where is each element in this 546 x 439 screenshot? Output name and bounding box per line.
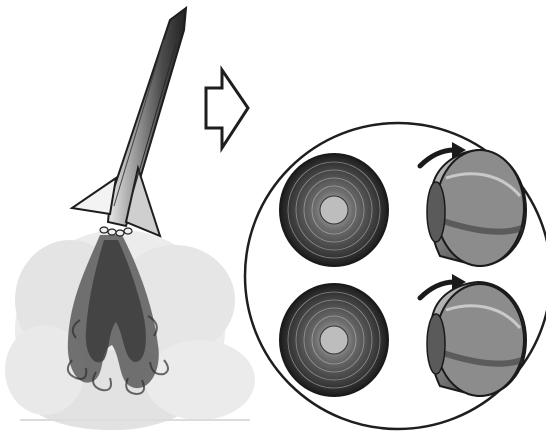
rocket-icon — [72, 8, 186, 236]
nozzle-bottom-right — [427, 282, 526, 396]
nozzle-top-right — [427, 150, 526, 266]
nozzle-bottom-left — [280, 284, 388, 396]
outline-right-arrow-icon — [206, 70, 248, 148]
nozzle-top-left — [280, 154, 388, 266]
smoke-plume — [5, 230, 255, 430]
circular-detail-inset — [245, 123, 546, 429]
